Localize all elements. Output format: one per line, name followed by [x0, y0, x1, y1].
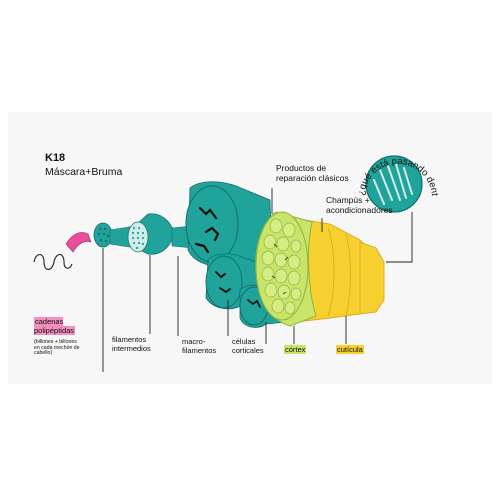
label-cortex-text: córtex	[284, 345, 307, 354]
polypeptide-coil	[33, 253, 73, 271]
pink-chain	[65, 232, 92, 253]
label-cadenas: cadenas polipéptidas	[34, 317, 82, 335]
cuticle-lines	[327, 227, 351, 317]
mid-cracks	[215, 271, 231, 294]
label-celulas: células corticales	[232, 337, 264, 355]
small-crack	[247, 299, 261, 308]
magnified-fibers	[373, 163, 413, 205]
macro-cracks	[194, 206, 220, 254]
macrofilament-face-large	[185, 185, 239, 263]
label-cortex: córtex	[284, 345, 307, 355]
label-filamentos: filamentos intermedios	[112, 335, 151, 353]
label-cuticula-text: cutícula	[336, 345, 364, 354]
label-cadenas-note: (billones + billones en cada mechón de c…	[34, 339, 80, 357]
label-cuticula: cutícula	[336, 345, 364, 355]
leader-lines	[102, 188, 413, 372]
label-productos: Productos de reparación clásicos	[276, 163, 349, 183]
cortical-cells	[261, 218, 302, 315]
bundle-dots	[97, 227, 110, 243]
cortex-marks	[271, 243, 289, 295]
label-macro: macro-filamentos	[182, 337, 217, 355]
brand-title: K18	[45, 152, 66, 164]
label-champus: Champús + acondicionadores	[326, 195, 393, 215]
face-dots	[131, 226, 145, 250]
macrofilament-face-mid	[205, 255, 243, 309]
cuticle-end	[359, 241, 385, 315]
filament-bundle-small	[93, 222, 113, 248]
label-cadenas-text: cadenas polipéptidas	[34, 317, 76, 335]
brand-subtitle: Máscara+Bruma	[45, 166, 123, 178]
